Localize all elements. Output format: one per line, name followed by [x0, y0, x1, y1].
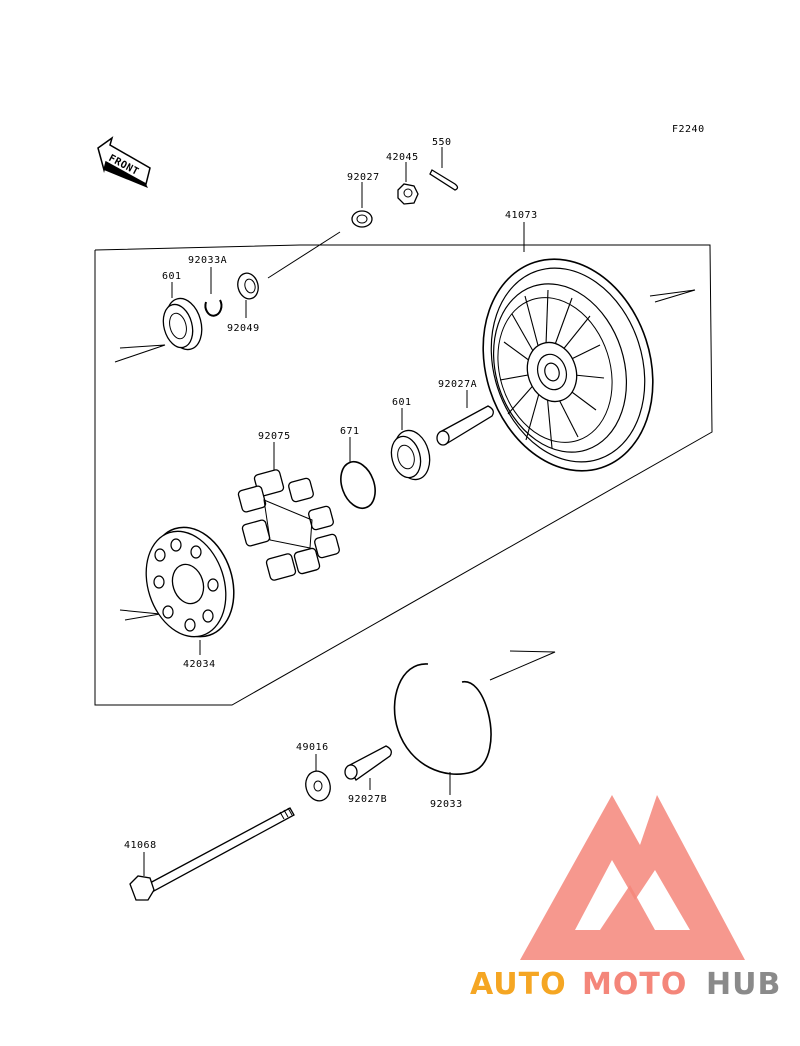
bearing-601-upper — [162, 282, 203, 351]
label-601-upper: 601 — [162, 271, 182, 282]
logo-text-auto: AUTO — [470, 967, 567, 1002]
rear-wheel-41073 — [482, 258, 654, 472]
wheel-damper-92075 — [237, 442, 340, 581]
label-92049: 92049 — [227, 323, 260, 334]
label-92027b: 92027B — [348, 794, 387, 805]
nut-42045 — [397, 162, 419, 205]
cotter-pin-550 — [429, 147, 459, 191]
front-arrow-icon: FRONT — [97, 136, 151, 188]
collar-92027 — [351, 182, 373, 228]
label-92027: 92027 — [347, 172, 380, 183]
collar-92027a — [436, 390, 494, 446]
label-49016: 49016 — [296, 742, 329, 753]
coupling-42034 — [145, 526, 235, 655]
axle-41068 — [129, 807, 295, 901]
oil-seal-92049 — [237, 272, 259, 318]
o-ring-671 — [340, 437, 376, 510]
figure-code: F2240 — [672, 124, 705, 135]
label-550: 550 — [432, 137, 452, 148]
label-92033a: 92033A — [188, 255, 227, 266]
label-92033: 92033 — [430, 799, 463, 810]
bearing-601-lower — [390, 408, 431, 481]
label-671: 671 — [340, 426, 360, 437]
collar-92027b — [344, 745, 392, 790]
label-92027a: 92027A — [438, 379, 477, 390]
circlip-92033a — [204, 267, 223, 317]
label-42034: 42034 — [183, 659, 216, 670]
label-601-lower: 601 — [392, 397, 412, 408]
label-41068: 41068 — [124, 840, 157, 851]
circlip-92033 — [393, 663, 492, 795]
label-41073: 41073 — [505, 210, 538, 221]
washer-49016 — [305, 754, 331, 802]
assembly-hint-marks — [114, 289, 696, 681]
logo-text-hub: HUB — [706, 967, 781, 1002]
logo-text-moto: MOTO — [582, 967, 687, 1002]
label-42045: 42045 — [386, 152, 419, 163]
label-92075: 92075 — [258, 431, 291, 442]
automotohub-logo: AUTO MOTO HUB — [470, 795, 781, 1002]
